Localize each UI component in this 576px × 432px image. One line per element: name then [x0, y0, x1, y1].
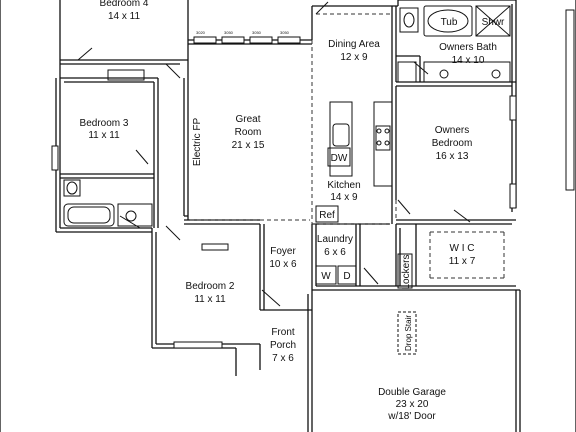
svg-text:3020: 3020	[196, 30, 206, 35]
sink-icon	[125, 210, 137, 222]
room-foyer-name: Foyer	[270, 246, 296, 257]
tub-label: Tub	[441, 17, 458, 28]
room-owners-bath-name: Owners Bath	[439, 42, 497, 53]
dishwasher-label: DW	[331, 153, 348, 164]
room-great-room-dims: 21 x 15	[232, 140, 265, 151]
room-dining-name: Dining Area	[328, 39, 380, 50]
room-owners-bath-dims: 14 x 10	[452, 55, 485, 66]
room-owners-bedroom-dims: 16 x 13	[436, 151, 469, 162]
toilet-icon	[66, 181, 78, 195]
room-dining-dims: 12 x 9	[340, 52, 368, 63]
room-laundry-name: Laundry	[317, 234, 353, 245]
closet-shelf	[107, 69, 145, 81]
window-codes: 3020 3050 3050 3050	[196, 30, 290, 35]
sink-icon	[491, 69, 501, 79]
windows	[51, 9, 575, 349]
room-wic-name: W I C	[450, 243, 475, 254]
room-owners-bedroom-line2: Bedroom	[432, 138, 473, 149]
room-garage-note: w/18' Door	[387, 411, 436, 422]
dashed-openings	[190, 13, 505, 279]
room-bedroom2-name: Bedroom 2	[186, 281, 235, 292]
room-bedroom3-name: Bedroom 3	[80, 118, 129, 129]
drop-stair-label: Drop Stair	[404, 315, 413, 351]
svg-text:3050: 3050	[252, 30, 262, 35]
room-bedroom4-name: Bedroom 4	[100, 0, 149, 9]
fireplace-label: Electric FP	[192, 118, 203, 167]
room-bedroom2-dims: 11 x 11	[194, 294, 226, 305]
great-room-name-line1: Great	[235, 114, 260, 125]
burner-icon	[384, 140, 390, 146]
room-wic-dims: 11 x 7	[449, 256, 476, 267]
room-laundry-dims: 6 x 6	[324, 247, 346, 258]
great-room-name-line2: Room	[235, 127, 262, 138]
room-kitchen-dims: 14 x 9	[330, 192, 358, 203]
sink-icon	[439, 69, 449, 79]
burner-icon	[376, 128, 382, 134]
svg-text:3050: 3050	[280, 30, 290, 35]
room-kitchen-name: Kitchen	[327, 180, 360, 191]
room-front-porch-dims: 7 x 6	[272, 353, 294, 364]
room-bedroom4-dims: 14 x 11	[108, 11, 140, 22]
toilet-icon	[403, 12, 415, 28]
room-foyer-dims: 10 x 6	[269, 259, 297, 270]
room-labels: Bedroom 4 14 x 11 Bedroom 3 11 x 11 Grea…	[80, 0, 497, 422]
burner-icon	[384, 128, 390, 134]
room-front-porch-line1: Front	[271, 327, 295, 338]
room-garage-name: Double Garage	[378, 387, 446, 398]
washer-label: W	[321, 271, 331, 282]
hall-bath-fixtures	[63, 179, 153, 227]
lockers-label: Lockers	[401, 254, 412, 289]
fixture-labels: Tub Shwr DW Ref W D Lockers Drop Stair E…	[192, 17, 505, 351]
refrigerator-label: Ref	[319, 210, 335, 221]
svg-text:3050: 3050	[224, 30, 234, 35]
owners-bath-fixtures	[397, 5, 511, 83]
room-great-room-name: Great	[235, 114, 260, 125]
doors	[77, 1, 471, 307]
shower-label: Shwr	[482, 17, 505, 28]
room-front-porch-line2: Porch	[270, 340, 296, 351]
room-bedroom3-dims: 11 x 11	[88, 130, 120, 141]
tub-icon	[427, 9, 469, 33]
burner-icon	[376, 140, 382, 146]
room-garage-dims: 23 x 20	[396, 399, 429, 410]
kitchen-fixtures	[315, 101, 417, 355]
room-owners-bedroom-line1: Owners	[435, 125, 469, 136]
dryer-label: D	[343, 271, 350, 282]
